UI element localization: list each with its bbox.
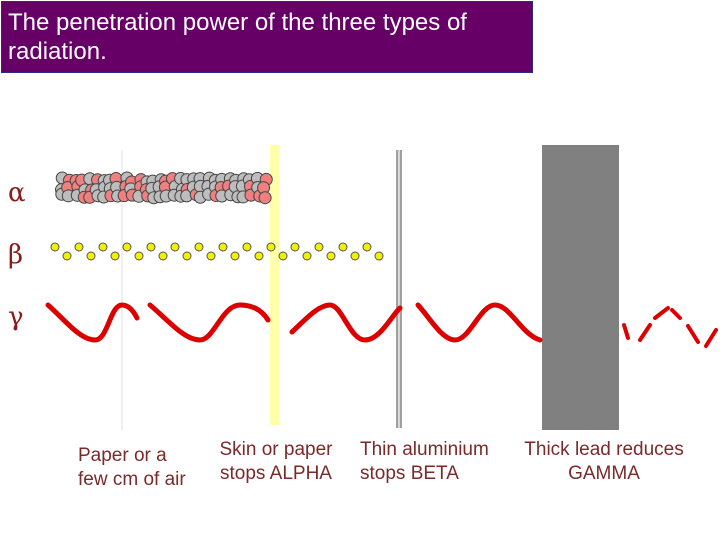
gamma-dash [638, 323, 652, 342]
gamma-dash [622, 323, 630, 340]
aluminium-highlight [398, 150, 400, 428]
beta-symbol: β [8, 240, 24, 270]
gamma-wave-segment [415, 302, 543, 343]
beta-particle [362, 242, 372, 252]
beta-particle [194, 242, 204, 252]
gamma-dash [653, 306, 670, 320]
beta-particle [338, 242, 348, 252]
paper-barrier [270, 145, 279, 425]
beta-particle [242, 242, 252, 252]
beta-particle [158, 251, 168, 261]
title-box: The penetration power of the three types… [1, 1, 533, 73]
beta-particle [86, 251, 96, 261]
barrier-label-paper: Skin or paper stops ALPHA [219, 439, 333, 484]
alpha-particle-stream [54, 171, 273, 205]
beta-particle [314, 242, 324, 252]
beta-particle [326, 251, 336, 261]
beta-particle [74, 242, 84, 252]
gamma-ray-wave-reduced [622, 306, 718, 348]
beta-particle [374, 251, 384, 261]
beta-particle [110, 251, 120, 261]
barrier-label-air: Paper or a few cm of air [78, 445, 186, 490]
beta-particle [206, 251, 216, 261]
beta-particle [350, 251, 360, 261]
barrier-label-lead: Thick lead reduces GAMMA [524, 439, 684, 484]
gamma-dash [704, 328, 718, 348]
beta-particle [50, 242, 60, 252]
beta-particle [122, 242, 132, 252]
gamma-wave-segment [147, 302, 271, 343]
gamma-dash [686, 324, 700, 344]
beta-particle [98, 242, 108, 252]
beta-particle-stream [50, 242, 384, 261]
beta-particle [62, 251, 72, 261]
gamma-ray-wave [45, 302, 543, 343]
lead-barrier [542, 145, 619, 430]
beta-particle [218, 242, 228, 252]
gamma-wave-segment [45, 302, 140, 343]
beta-particle [146, 242, 156, 252]
barrier-label-aluminium: Thin aluminium stops BETA [360, 439, 489, 484]
beta-particle [230, 251, 240, 261]
beta-particle [254, 251, 264, 261]
beta-particle [302, 251, 312, 261]
beta-particle [290, 242, 300, 252]
alpha-particle [258, 191, 272, 205]
beta-particle [182, 251, 192, 261]
alpha-symbol: α [8, 178, 26, 208]
beta-particle [134, 251, 144, 261]
beta-particle [170, 242, 180, 252]
beta-particle [266, 242, 276, 252]
gamma-dash [670, 308, 682, 320]
gamma-symbol: γ [8, 302, 24, 332]
beta-particle [278, 251, 288, 261]
page-title: The penetration power of the three types… [8, 9, 467, 65]
gamma-wave-segment [289, 302, 403, 343]
